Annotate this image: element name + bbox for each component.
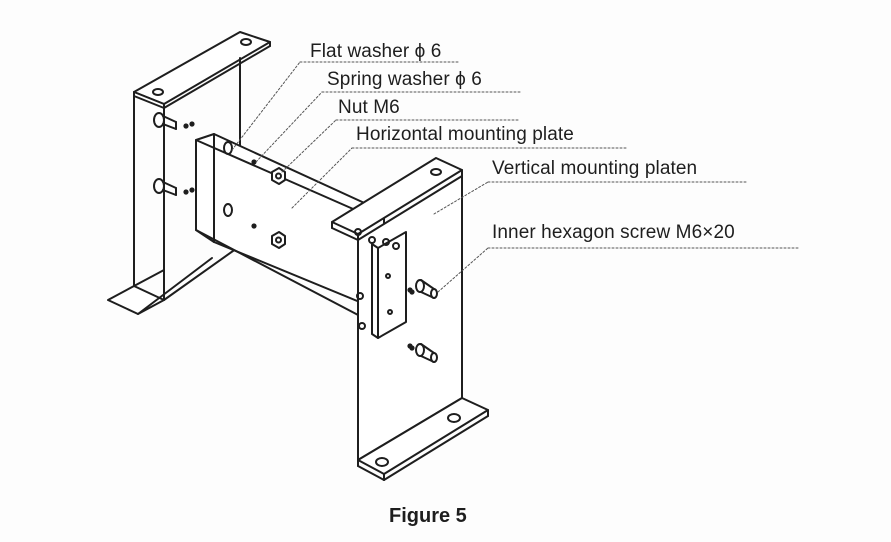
leader-inner-hex-screw — [437, 247, 489, 293]
label-inner-hexagon-screw: Inner hexagon screw M6×20 — [492, 222, 735, 243]
screw-head — [153, 112, 177, 130]
leader-horizontal-plate — [291, 147, 353, 209]
label-spring-washer: Spring washer ϕ 6 — [327, 69, 482, 90]
leader-nut — [281, 119, 337, 173]
flange-hole — [447, 413, 461, 423]
flange-hole — [375, 457, 389, 467]
label-horizontal-mounting-plate: Horizontal mounting plate — [356, 124, 574, 145]
label-nut: Nut M6 — [338, 97, 400, 118]
leader-spring-washer — [255, 91, 323, 163]
leader-vertical-plate — [433, 181, 489, 215]
right-vertical-mounting-plate — [331, 157, 489, 481]
nut — [271, 231, 286, 249]
flange-hole — [240, 38, 252, 46]
label-vertical-mounting-platen: Vertical mounting platen — [492, 158, 698, 179]
figure-caption: Figure 5 — [389, 505, 467, 527]
leader-lines — [231, 61, 801, 293]
nut — [271, 167, 286, 185]
inner-hexagon-screw — [415, 343, 438, 363]
left-vertical-mounting-plate — [107, 31, 271, 315]
flange-hole — [430, 168, 442, 176]
inner-hexagon-screw — [415, 279, 438, 299]
screw-head — [153, 178, 177, 196]
leader-flat-washer — [231, 61, 301, 151]
flange-hole — [152, 88, 164, 96]
label-flat-washer: Flat washer ϕ 6 — [310, 41, 442, 62]
